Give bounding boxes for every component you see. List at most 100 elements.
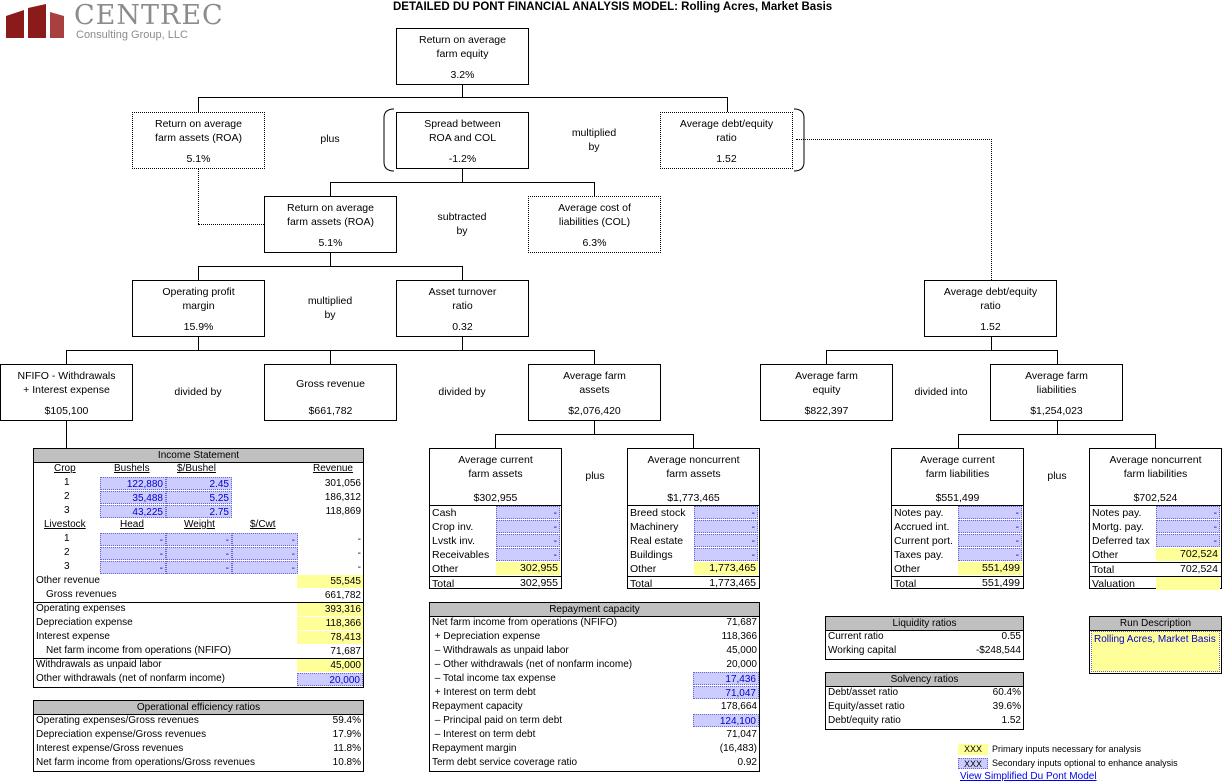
- row-value: 10.8%: [332, 757, 361, 768]
- head-input[interactable]: -: [100, 547, 166, 560]
- total-label: Total: [630, 578, 653, 590]
- opex-row: Operating expenses 393,316: [34, 603, 363, 617]
- atr-label: Asset turnover ratio: [428, 286, 497, 312]
- head-input[interactable]: -: [100, 561, 166, 574]
- row-value[interactable]: 71,047: [693, 686, 759, 699]
- other-revenue-input[interactable]: 55,545: [297, 575, 363, 588]
- row-label: Crop inv.: [432, 521, 474, 533]
- weight-input[interactable]: -: [166, 547, 232, 560]
- price-input[interactable]: 2.75: [166, 505, 232, 518]
- row-value[interactable]: 124,100: [693, 714, 759, 727]
- avg-equity-value: $822,397: [804, 405, 849, 417]
- row-label: Breed stock: [630, 507, 686, 519]
- withdraw-input[interactable]: 45,000: [297, 659, 363, 672]
- row-input[interactable]: -: [496, 548, 560, 561]
- row-input[interactable]: 551,499: [958, 562, 1022, 575]
- cwt-input[interactable]: -: [232, 547, 298, 560]
- view-simplified-link[interactable]: View Simplified Du Pont Model: [960, 771, 1097, 782]
- row-value: 39.6%: [992, 701, 1021, 712]
- table-row: Notes pay.-: [1090, 506, 1221, 520]
- weight-input[interactable]: -: [166, 533, 232, 546]
- row-input[interactable]: -: [496, 506, 560, 519]
- row-label: Buildings: [630, 549, 673, 561]
- row-input[interactable]: -: [958, 520, 1022, 533]
- op-subtracted: subtracted by: [437, 211, 487, 237]
- crop-revenue: 301,056: [324, 478, 361, 489]
- row-input[interactable]: -: [1156, 506, 1220, 519]
- row-input[interactable]: 1,773,465: [694, 562, 758, 575]
- bushels-input[interactable]: 35,488: [100, 491, 166, 504]
- gross-revenues-value: 661,782: [324, 590, 361, 601]
- table-row: Machinery-: [628, 520, 759, 534]
- row-input[interactable]: -: [694, 520, 758, 533]
- row-input[interactable]: -: [1156, 520, 1220, 533]
- row-input[interactable]: -: [1156, 534, 1220, 547]
- row-label: Repayment capacity: [432, 701, 523, 712]
- row-label: Net farm income from operations/Gross re…: [36, 757, 255, 768]
- row-label: Current ratio: [828, 631, 884, 642]
- weight-input[interactable]: -: [166, 561, 232, 574]
- row-input[interactable]: -: [496, 534, 560, 547]
- total-value: 551,499: [982, 577, 1020, 589]
- cwt-input[interactable]: -: [232, 561, 298, 574]
- bushels-input[interactable]: 43,225: [100, 505, 166, 518]
- int-input[interactable]: 78,413: [297, 631, 363, 644]
- cur-liab-label: Average current farm liabilities: [920, 454, 995, 480]
- total-label: Total: [1092, 564, 1115, 576]
- row-label: + Interest on term debt: [432, 687, 536, 698]
- head-header: Head: [120, 519, 144, 530]
- row-input[interactable]: -: [958, 534, 1022, 547]
- row-label: – Principal paid on term debt: [432, 715, 563, 726]
- table-row: + Interest on term debt 71,047: [430, 686, 759, 700]
- table-row: Deferred tax-: [1090, 534, 1221, 548]
- row-input[interactable]: 702,524: [1156, 548, 1220, 561]
- run-description-input[interactable]: Rolling Acres, Market Basis: [1091, 631, 1220, 672]
- row-value: 17.9%: [332, 729, 361, 740]
- liquidity-title: Liquidity ratios: [826, 617, 1023, 631]
- row-value: 1.52: [1001, 715, 1021, 726]
- row-label: Other: [630, 563, 657, 575]
- op-divided-2: divided by: [438, 386, 486, 398]
- price-input[interactable]: 5.25: [166, 491, 232, 504]
- gross-box: Gross revenue $661,782: [264, 364, 397, 421]
- noncur-liab-value: $702,524: [1133, 492, 1178, 504]
- row-input[interactable]: -: [958, 506, 1022, 519]
- row-label: Current port.: [894, 535, 953, 547]
- livestock-revenue: -: [357, 534, 361, 545]
- cur-assets-label: Average current farm assets: [458, 454, 533, 480]
- row-input[interactable]: -: [958, 548, 1022, 561]
- int-row: Interest expense 78,413: [34, 631, 363, 645]
- row-input[interactable]: -: [694, 548, 758, 561]
- dep-input[interactable]: 118,366: [297, 617, 363, 630]
- per-bushel-header: $/Bushel: [177, 463, 216, 474]
- head-input[interactable]: -: [100, 533, 166, 546]
- roe-value: 3.2%: [450, 69, 475, 81]
- avg-equity-box: Average farm equity $822,397: [760, 364, 893, 421]
- row-input[interactable]: -: [496, 520, 560, 533]
- cwt-input[interactable]: -: [232, 533, 298, 546]
- livestock-revenue: -: [357, 562, 361, 573]
- row-value[interactable]: 17,436: [693, 672, 759, 685]
- noncur-liab-label: Average noncurrent farm liabilities: [1109, 454, 1202, 480]
- row-label: – Interest on term debt: [432, 729, 536, 740]
- row-input[interactable]: 302,955: [496, 562, 560, 575]
- row-value: 118,366: [721, 631, 757, 642]
- row-input[interactable]: -: [694, 534, 758, 547]
- efficiency-title: Operational efficiency ratios: [34, 701, 363, 715]
- op-mult-1: multiplied by: [571, 127, 617, 153]
- valuation-input[interactable]: [1156, 577, 1220, 590]
- otherwd-input[interactable]: 20,000: [297, 673, 363, 686]
- bushels-input[interactable]: 122,880: [100, 477, 166, 490]
- row-input[interactable]: -: [694, 506, 758, 519]
- price-input[interactable]: 2.45: [166, 477, 232, 490]
- logo: CENTREC Consulting Group, LLC: [2, 2, 242, 42]
- row-label: Interest expense/Gross revenues: [36, 743, 184, 754]
- avg-liab-label: Average farm liabilities: [1025, 370, 1088, 396]
- de-right-box: Average debt/equity ratio 1.52: [924, 280, 1057, 337]
- opex-input[interactable]: 393,316: [297, 603, 363, 616]
- opm-box: Operating profit margin 15.9%: [132, 280, 265, 337]
- livestock-revenue: -: [357, 548, 361, 559]
- avg-liab-box: Average farm liabilities $1,254,023: [990, 364, 1123, 421]
